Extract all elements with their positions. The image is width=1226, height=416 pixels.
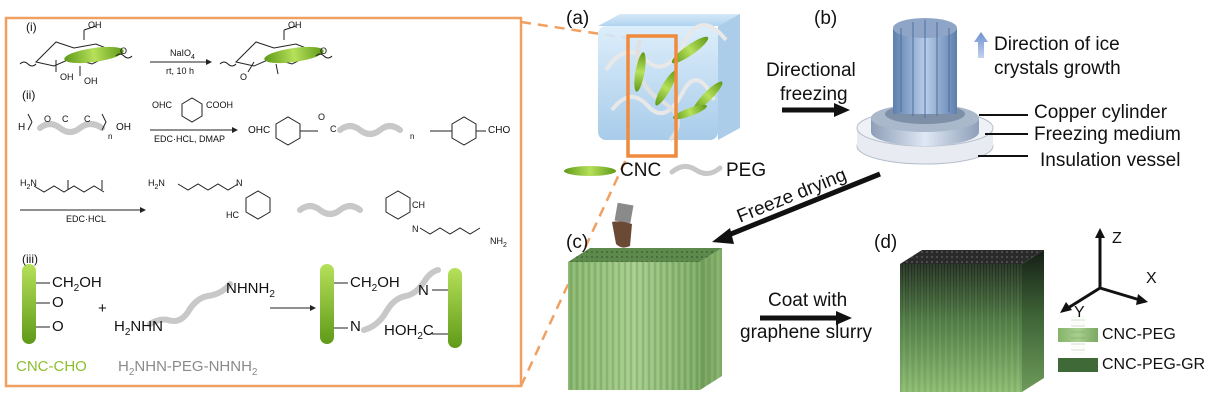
freezing-medium-label: Freezing medium: [1034, 124, 1181, 145]
hydrogel-cube: [598, 14, 740, 158]
product-ch: CH: [412, 200, 425, 210]
peg-h-label: H: [18, 122, 26, 133]
gel-ch2oh: CH2OH: [350, 274, 400, 294]
peg-c-label: C: [84, 114, 91, 124]
coat-label-2: graphene slurry: [740, 322, 873, 343]
oh-label: OH: [84, 76, 98, 86]
product-ohc: OHC: [248, 125, 271, 136]
legend-cnc-label: CNC: [620, 160, 662, 181]
ice-growth-label-2: crystals growth: [994, 58, 1121, 79]
legend-cnc-peg-label: CNC-PEG: [1102, 326, 1176, 343]
legend-cnc-peg-gr-label: CNC-PEG-GR: [1102, 356, 1206, 373]
acid-right: COOH: [206, 100, 233, 110]
axis-y-label: Y: [1074, 304, 1085, 321]
ring-oxygen-label: O: [120, 46, 128, 56]
peg-legend-icon: [669, 164, 723, 176]
peg-c-label: C: [62, 114, 69, 124]
product-cho: CHO: [488, 125, 511, 136]
ice-growth-arrow-icon: [974, 32, 988, 58]
axes-triad: [1060, 228, 1148, 313]
hydrazine-left: H2NHN: [114, 318, 163, 338]
step-iii-label: (iii): [22, 252, 38, 266]
reaction-iii: [22, 264, 462, 348]
hydrazide-label: H2N: [20, 178, 37, 191]
zoom-box: [626, 34, 678, 158]
legend-swatch-gr: [1058, 358, 1098, 372]
plus-sign: +: [98, 300, 107, 317]
axis-x-label: X: [1146, 270, 1157, 287]
product-c: C: [330, 124, 337, 134]
scheme-frame: [4, 16, 523, 388]
reagent-edc-dmap: EDC·HCL, DMAP: [154, 134, 226, 144]
panel-label-c: (c): [566, 232, 589, 253]
scaffold-cnc-peg-gr: [900, 250, 1044, 392]
legend-peg-label: PEG: [726, 160, 767, 181]
product-nh2: NH2: [490, 236, 507, 249]
reaction-conditions: rt, 10 h: [166, 66, 195, 76]
gel-n2: N: [418, 282, 429, 299]
coat-label-1: Coat with: [768, 290, 848, 311]
reaction-i: [19, 25, 333, 76]
peg-o-label: O: [44, 114, 52, 124]
caption-cnc-cho: CNC-CHO: [16, 358, 87, 375]
copper-cylinder-label: Copper cylinder: [1034, 102, 1168, 123]
panel-label-b: (b): [814, 8, 838, 29]
caption-peg-hydrazide: H2NHN-PEG-NHNH2: [118, 358, 258, 378]
cho-ch2oh: CH2OH: [52, 274, 102, 294]
peg-oh-label: OH: [116, 122, 131, 133]
freezing-setup: [856, 18, 1028, 165]
reagent-edc: EDC·HCL: [66, 214, 107, 224]
product-n: n: [410, 132, 415, 141]
peg-n-label: n: [108, 132, 113, 141]
reagent-naio4: NaIO4: [170, 48, 195, 61]
ice-growth-label-1: Direction of ice: [994, 34, 1120, 55]
aldehyde-o-label: O: [240, 72, 248, 82]
axis-z-label: Z: [1112, 230, 1122, 247]
cnc-legend-icon: [564, 166, 616, 176]
hydrazine-right: NHNH2: [226, 280, 275, 300]
freezing-label: freezing: [780, 84, 848, 105]
step-i-label: (i): [26, 20, 37, 34]
product-h2n: H2N: [148, 178, 165, 191]
reaction-ii-b: [20, 180, 481, 235]
ring-oxygen-label: O: [320, 46, 328, 56]
arrow-freeze-drying: [725, 171, 881, 239]
reaction-ii: [27, 97, 486, 146]
gel-n1: N: [350, 318, 361, 335]
scaffold-cnc-peg: [568, 248, 722, 390]
brush-icon: [612, 202, 634, 248]
product-hc: HC: [226, 210, 239, 220]
cho-o: O: [52, 294, 64, 311]
cnc-rod-icon: [22, 264, 36, 344]
insulation-vessel-label: Insulation vessel: [1040, 150, 1181, 171]
product-nn: N: [412, 224, 419, 234]
panel-label-d: (d): [874, 232, 898, 253]
oh-label: OH: [88, 20, 102, 30]
directional-label: Directional: [766, 60, 856, 81]
step-ii-label: (ii): [22, 88, 36, 102]
oh-label: OH: [60, 72, 74, 82]
gel-hoh2c: HOH2C: [384, 322, 434, 342]
oh-label: OH: [288, 20, 302, 30]
acid-left: OHC: [152, 100, 172, 110]
product-o: O: [318, 112, 326, 122]
cho-o: O: [52, 318, 64, 335]
product-n: N: [236, 178, 243, 188]
panel-label-a: (a): [566, 8, 590, 29]
